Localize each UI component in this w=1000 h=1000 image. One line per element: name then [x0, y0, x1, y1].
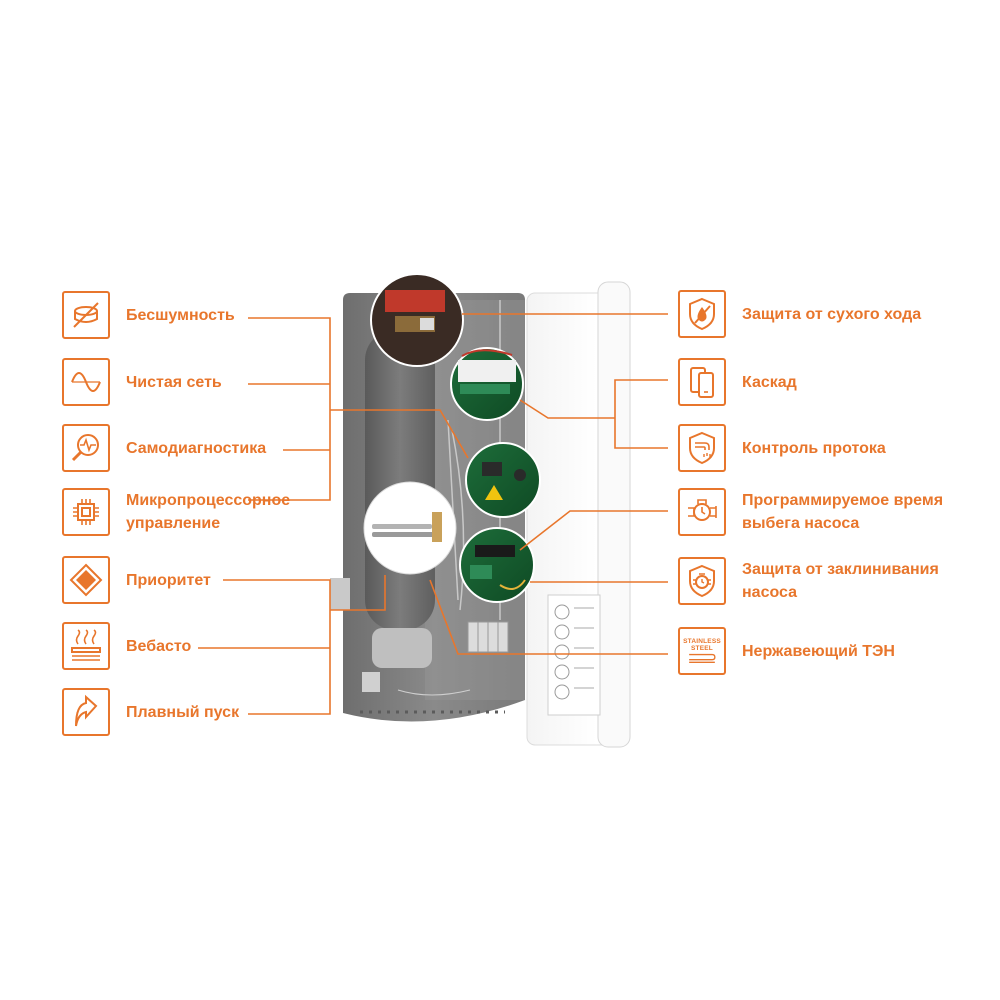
soft-start-arrow-icon: [62, 688, 110, 736]
feature-label: Нержавеющий ТЭН: [742, 642, 895, 660]
feature-label: Самодиагностика: [126, 439, 267, 457]
feature-cascade: Каскад: [678, 358, 797, 406]
zoom-heating-element: [363, 481, 457, 575]
feature-label: Каскад: [742, 373, 797, 391]
zoom-pump-board: [459, 527, 535, 603]
feature-soft-start: Плавный пуск: [62, 688, 239, 736]
pump-jam-shield-icon: [678, 557, 726, 605]
priority-diamond-icon: [62, 556, 110, 604]
feature-label: Контроль протока: [742, 439, 886, 457]
feature-label: Программируемое время выбега насоса: [742, 492, 944, 532]
heated-floor-icon: [62, 622, 110, 670]
feature-label: Приоритет: [126, 571, 211, 589]
feature-microprocessor: Микропроцессорное управление: [62, 488, 290, 536]
feature-priority: Приоритет: [62, 556, 211, 604]
dry-run-shield-icon: [678, 290, 726, 338]
feature-stainless-heater: STAINLESS STEEL Нержавеющий ТЭН: [678, 627, 895, 675]
pump-timer-icon: [678, 488, 726, 536]
zoom-cascade-board: [450, 347, 524, 421]
sine-wave-icon: [62, 358, 110, 406]
feature-self-diagnostics: Самодиагностика: [62, 424, 266, 472]
stainless-steel-icon: STAINLESS STEEL: [678, 627, 726, 675]
feature-label: Чистая сеть: [126, 373, 222, 391]
cascade-icon: [678, 358, 726, 406]
feature-silent: Бесшумность: [62, 291, 235, 339]
magnifier-pulse-icon: [62, 424, 110, 472]
flow-control-shield-icon: [678, 424, 726, 472]
feature-pump-overrun: Программируемое время выбега насоса: [678, 488, 943, 536]
feature-pump-jam-protection: Защита от заклинивания насоса: [678, 557, 939, 605]
feature-label: Вебасто: [126, 637, 192, 655]
feature-label: Микропроцессорное управление: [126, 492, 291, 532]
front-door: [526, 281, 631, 748]
zoom-control-board: [465, 442, 541, 518]
feature-label: Плавный пуск: [126, 703, 240, 721]
feature-dry-run-protection: Защита от сухого хода: [678, 290, 921, 338]
feature-flow-control: Контроль протока: [678, 424, 886, 472]
feature-label: Защита от сухого хода: [742, 305, 922, 323]
stainless-steel-badge: STAINLESS STEEL: [683, 638, 721, 652]
zoom-dry-run: [370, 273, 464, 367]
feature-label: Бесшумность: [126, 306, 235, 324]
feature-label: Защита от заклинивания насоса: [742, 561, 939, 601]
microchip-icon: [62, 488, 110, 536]
feature-clean-network: Чистая сеть: [62, 358, 222, 406]
silent-icon: [62, 291, 110, 339]
feature-webasto: Вебасто: [62, 622, 191, 670]
